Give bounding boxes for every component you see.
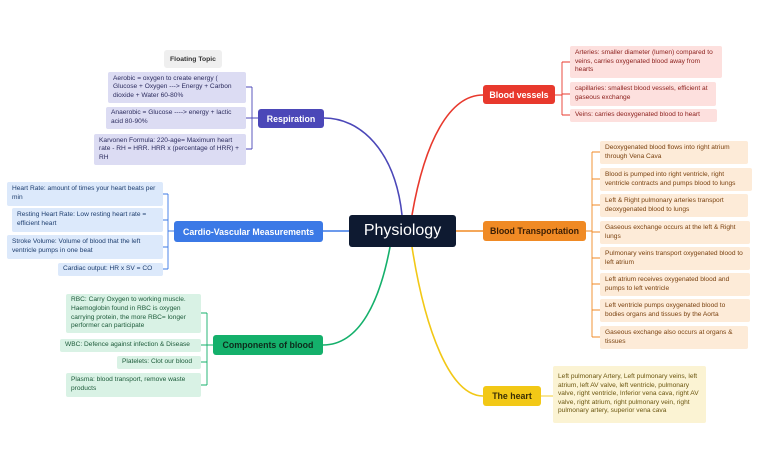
respiration-karvonen[interactable]: Karvonen Formula: 220-age= Maximum heart…: [94, 134, 246, 165]
cardio-resting-heart-rate[interactable]: Resting Heart Rate: Low resting heart ra…: [12, 208, 163, 232]
branch-the-heart[interactable]: The heart: [483, 386, 541, 406]
connector-vessels: [411, 94, 484, 216]
cardio-cardiac-output[interactable]: Cardiac output: HR x SV = CO: [58, 263, 163, 276]
heart-structures[interactable]: Left pulmonary Artery, Left pulmonary ve…: [553, 366, 706, 423]
connector-heart: [411, 246, 484, 397]
vessel-capillaries[interactable]: capillaries: smallest blood vessels, eff…: [570, 82, 716, 106]
transport-step-2[interactable]: Blood is pumped into right ventricle, ri…: [600, 168, 752, 191]
branch-respiration[interactable]: Respiration: [258, 109, 324, 128]
component-plasma[interactable]: Plasma: blood transport, remove waste pr…: [66, 373, 201, 397]
connector-components: [322, 246, 391, 346]
root-node-physiology[interactable]: Physiology: [349, 215, 456, 247]
respiration-aerobic[interactable]: Aerobic = oxygen to create energy ( Gluc…: [108, 72, 246, 103]
transport-step-5[interactable]: Pulmonary veins transport oxygenated blo…: [600, 247, 750, 270]
cardio-heart-rate[interactable]: Heart Rate: amount of times your heart b…: [7, 182, 163, 206]
vessel-veins[interactable]: Veins: carries deoxygenated blood to hea…: [570, 109, 717, 122]
branch-blood-transportation[interactable]: Blood Transportation: [483, 221, 586, 241]
cardio-stroke-volume[interactable]: Stroke Volume: Volume of blood that the …: [7, 235, 163, 259]
branch-cardio-vascular[interactable]: Cardio-Vascular Measurements: [174, 221, 323, 242]
transport-bracket: [586, 151, 600, 338]
transport-step-7[interactable]: Left ventricle pumps oxygenated blood to…: [600, 299, 750, 322]
transport-step-6[interactable]: Left atrium receives oxygenated blood an…: [600, 273, 750, 296]
cardio-bracket: [163, 193, 174, 270]
vessels-bracket: [555, 61, 570, 116]
transport-step-4[interactable]: Gaseous exchange occurs at the left & Ri…: [600, 221, 750, 244]
transport-step-3[interactable]: Left & Right pulmonary arteries transpor…: [600, 194, 748, 217]
branch-components-of-blood[interactable]: Components of blood: [213, 335, 323, 355]
vessel-arteries[interactable]: Arteries: smaller diameter (lumen) compa…: [570, 46, 722, 78]
connector-respiration: [323, 117, 403, 216]
components-bracket: [201, 312, 213, 386]
component-platelets[interactable]: Platelets: Clot our blood: [117, 356, 201, 369]
floating-topic[interactable]: Floating Topic: [164, 50, 222, 68]
branch-blood-vessels[interactable]: Blood vessels: [483, 85, 555, 104]
respiration-bracket: [246, 86, 258, 150]
component-wbc[interactable]: WBC: Defence against infection & Disease: [60, 339, 201, 352]
transport-step-8[interactable]: Gaseous exchange also occurs at organs &…: [600, 326, 748, 349]
respiration-anaerobic[interactable]: Anaerobic = Glucose ----> energy + lacti…: [106, 107, 246, 129]
component-rbc[interactable]: RBC: Carry Oxygen to working muscle. Hae…: [66, 294, 201, 333]
transport-step-1[interactable]: Deoxygenated blood flows into right atri…: [600, 141, 748, 164]
